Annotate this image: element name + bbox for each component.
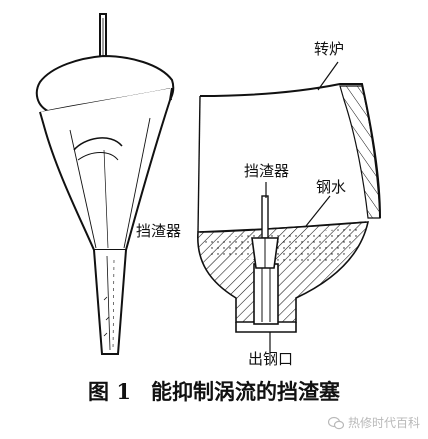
figure-caption: 图 1 能抑制涡流的挡渣塞 bbox=[0, 376, 428, 406]
wechat-icon bbox=[327, 416, 344, 429]
stopper-rod-in-place bbox=[261, 195, 269, 239]
label-tap-hole: 出钢口 bbox=[248, 350, 294, 368]
leader-lines bbox=[265, 61, 339, 354]
tap-hole-channel bbox=[253, 263, 279, 325]
label-molten-steel: 钢水 bbox=[316, 178, 347, 196]
label-converter: 转炉 bbox=[314, 40, 345, 58]
watermark-text: 热修时代百科 bbox=[347, 416, 420, 430]
slag-stopper-device bbox=[35, 13, 175, 355]
caption-title: 能抑制涡流的挡渣塞 bbox=[150, 379, 340, 404]
label-stopper-left: 挡渣器 bbox=[136, 222, 182, 240]
converter-lining bbox=[339, 85, 381, 219]
stopper-stem bbox=[93, 249, 127, 355]
watermark: 热修时代百科 bbox=[327, 414, 420, 431]
converter-wall bbox=[199, 83, 381, 219]
caption-number: 图 1 bbox=[88, 379, 131, 404]
tap-hole-flange bbox=[235, 322, 297, 333]
label-stopper-right: 挡渣器 bbox=[244, 162, 290, 180]
converter-section bbox=[197, 83, 381, 333]
